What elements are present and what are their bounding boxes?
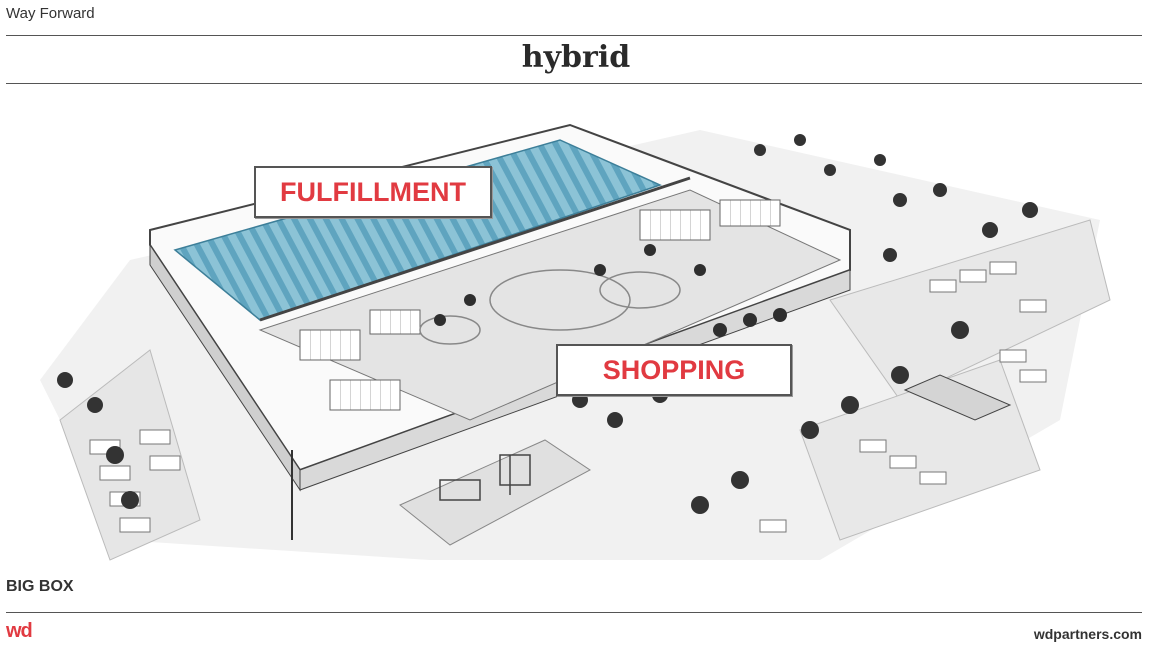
interior-wall — [259, 176, 691, 322]
interior-trees — [434, 244, 787, 337]
display-fixtures — [299, 199, 781, 411]
playground-structure — [439, 454, 531, 501]
building-side-wall — [149, 243, 301, 492]
central-atrium — [419, 269, 681, 345]
category-label: BIG BOX — [6, 578, 74, 595]
pickup-canopy — [903, 374, 1012, 421]
footer-rule — [6, 612, 1142, 613]
page-title: hybrid — [521, 40, 631, 75]
wd-logo: wd — [6, 620, 33, 642]
series-label: Way Forward — [6, 5, 95, 22]
title-rule — [6, 83, 1142, 84]
fulfillment-callout: FULFILLMENT — [254, 166, 492, 218]
outdoor-plaza — [399, 439, 591, 546]
shopping-callout: SHOPPING — [556, 344, 792, 396]
store-aerial-illustration — [40, 123, 1111, 561]
website-label: wdpartners.com — [1033, 626, 1142, 642]
parked-cars — [89, 261, 1047, 533]
top-rule — [6, 35, 1142, 36]
